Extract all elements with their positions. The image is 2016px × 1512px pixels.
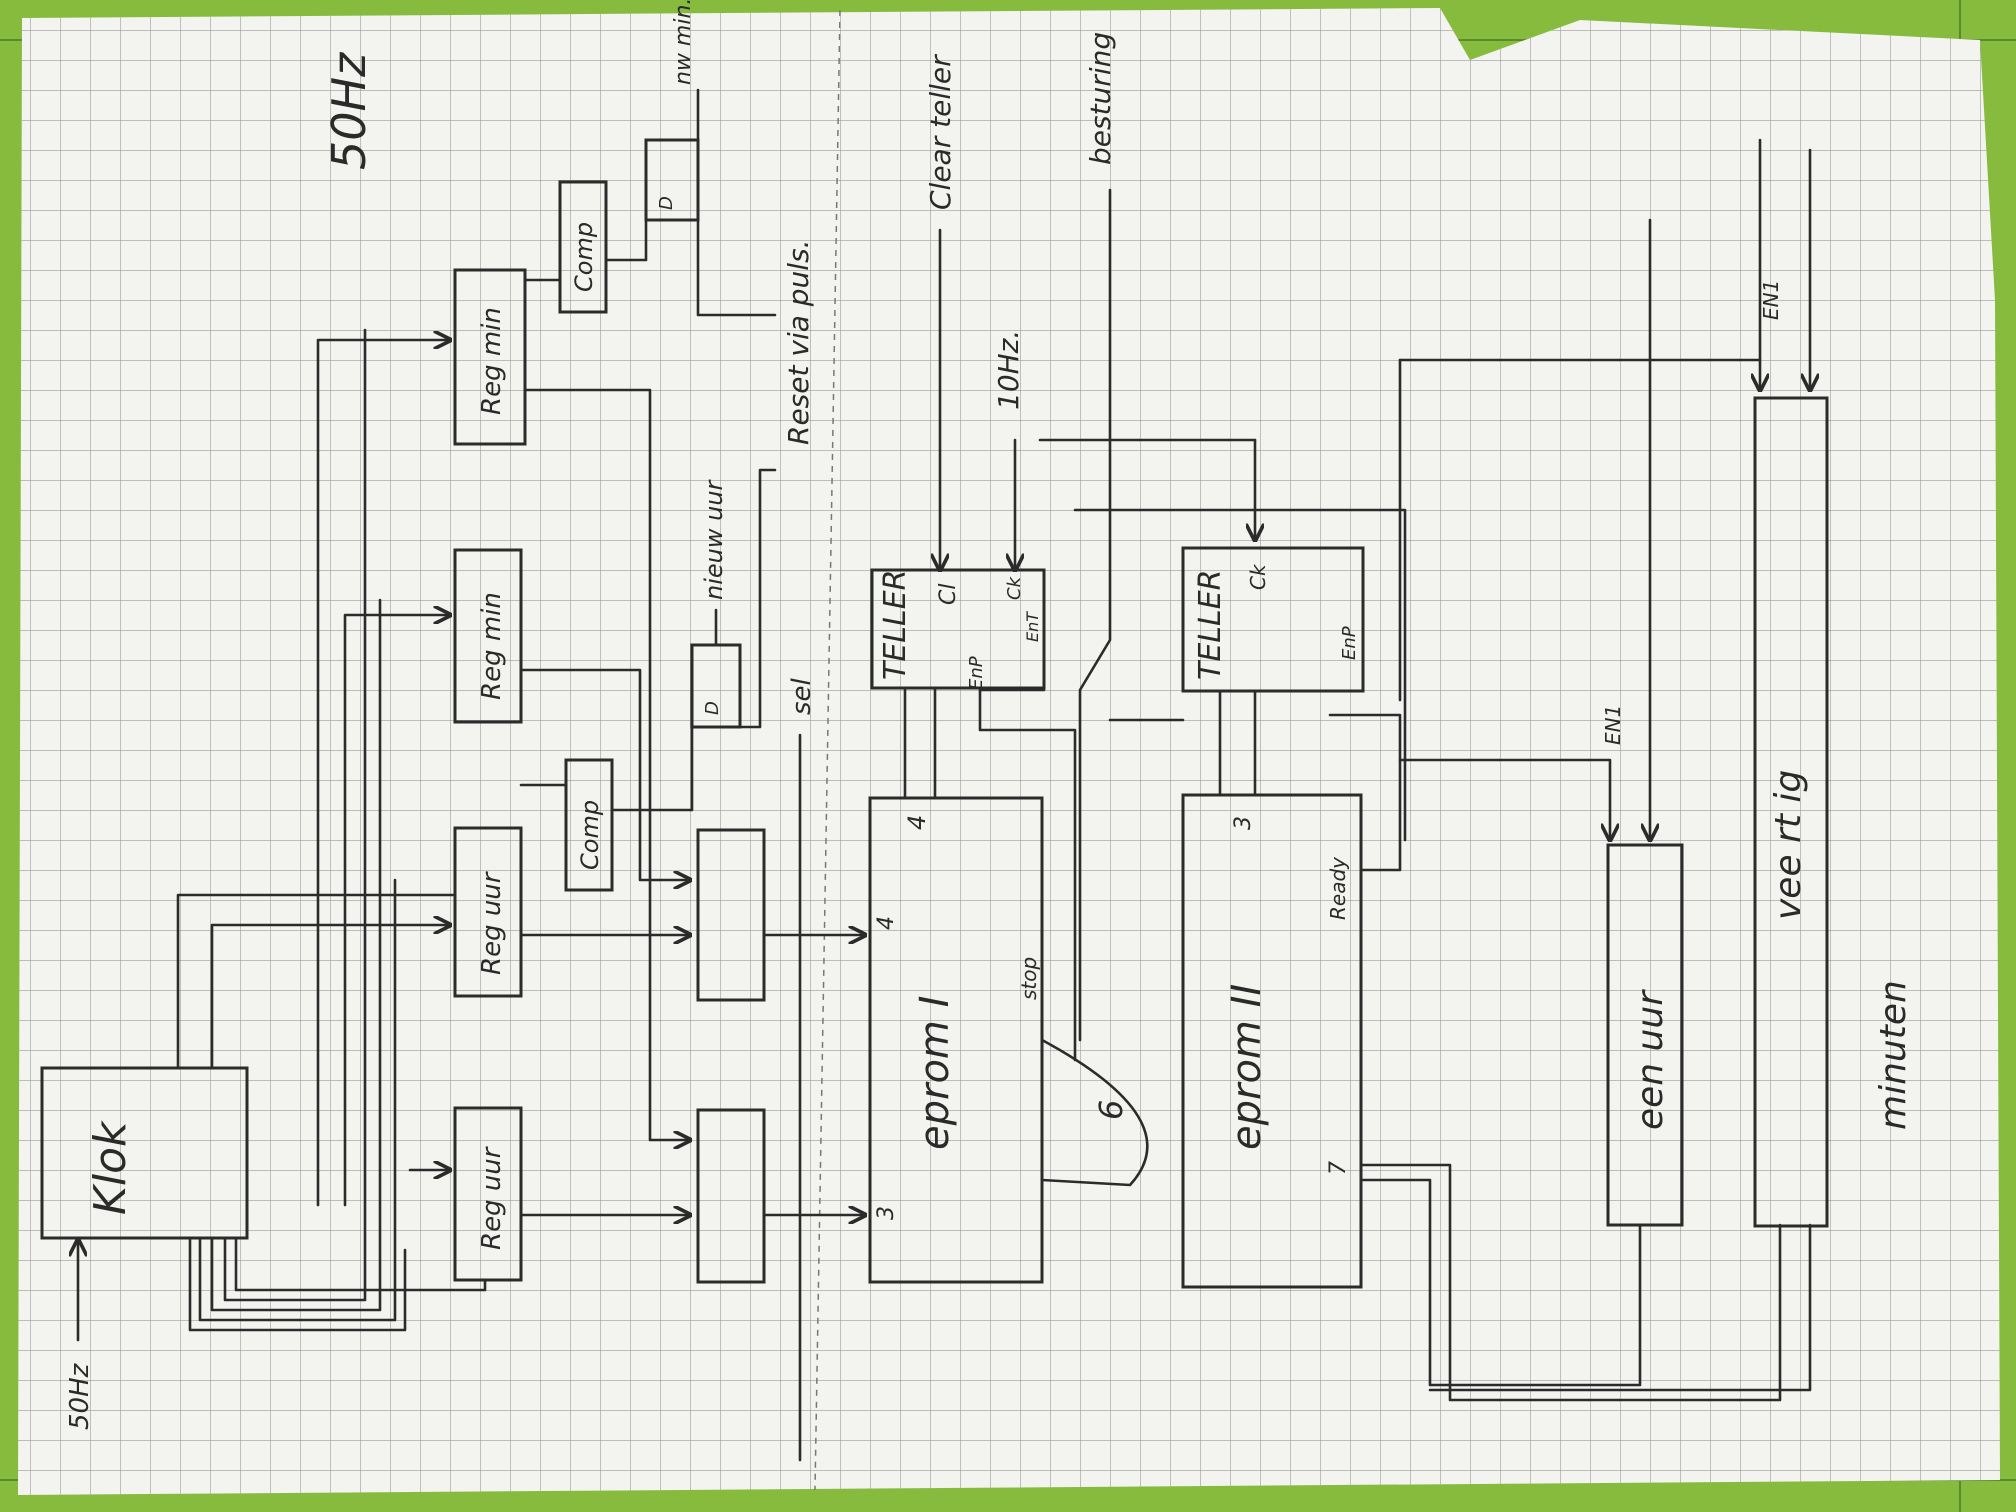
en1-label-b: EN1 [1759,280,1783,320]
comp-block-2: Comp [558,180,608,314]
svg-text:6: 6 [1092,1100,1130,1120]
svg-text:TELLER: TELLER [878,569,913,680]
nieuw-min-label: nw min. [671,0,696,85]
teller-2-block: TELLER Ck EnP [1181,546,1365,693]
reg-uur-block-1: Reg uur [453,1106,523,1282]
svg-text:4: 4 [874,916,899,930]
svg-text:Comp: Comp [576,800,604,870]
svg-text:eprom I: eprom I [912,996,958,1150]
reg-min-block-2: Reg min [453,268,527,446]
svg-text:Reg min: Reg min [477,307,507,415]
svg-text:vee rt ig: vee rt ig [1768,770,1809,920]
freq-10hz-label: 10Hz. [992,330,1025,410]
klok-block: Klok [40,1066,249,1240]
svg-text:4: 4 [903,815,931,830]
svg-text:Ck: Ck [1004,575,1025,600]
svg-text:7: 7 [1326,1161,1351,1175]
klok-label: Klok [85,1120,136,1215]
en1-label-a: EN1 [1601,705,1625,745]
svg-text:D: D [702,701,723,715]
nieuw-uur-label: nieuw uur [700,478,728,600]
svg-text:Cl: Cl [936,584,961,605]
mux-block-2 [696,828,766,1002]
display-een-uur: een uur [1606,843,1684,1227]
teller-1-block: TELLER Cl Ck EnP EnT [870,568,1046,690]
title-freq-label: 50Hz [322,52,376,170]
svg-text:EnP: EnP [1339,626,1360,660]
comp-block-1: Comp [564,758,614,892]
clear-teller-label: Clear teller [924,54,957,210]
reg-uur-block-2: Reg uur [453,826,523,998]
svg-text:EnT: EnT [1023,611,1042,642]
svg-text:een uur: een uur [1630,989,1671,1130]
sel-label: sel [787,677,817,715]
svg-text:3: 3 [874,1206,899,1220]
mux-block-1 [696,1108,766,1284]
flipflop-uur: D nieuw uur [690,478,742,729]
svg-text:Ready: Ready [1326,856,1350,920]
minuten-label: minuten [1873,980,1914,1130]
eprom-2-block: eprom II 3 Ready 7 [1181,793,1363,1289]
bus-6: 6 [1040,1038,1149,1187]
svg-text:EnP: EnP [966,656,987,690]
input-50hz: 50Hz [65,1240,95,1430]
svg-text:TELLER: TELLER [1193,569,1228,680]
input-freq-label: 50Hz [65,1362,95,1430]
svg-text:stop: stop [1017,957,1041,1000]
svg-text:Reg uur: Reg uur [477,1145,507,1250]
svg-text:Reg min: Reg min [477,592,507,700]
svg-text:3: 3 [1231,816,1256,830]
svg-text:Reg uur: Reg uur [477,870,507,975]
svg-text:Ck: Ck [1246,563,1270,590]
wiring [176,138,1810,1462]
display-veertig: vee rt ig [1753,396,1829,1228]
svg-text:D: D [656,196,677,210]
reg-min-block-1: Reg min [453,548,523,724]
reset-label: Reset via puls. [782,239,815,445]
besturing-label: besturing [1084,32,1117,165]
svg-text:Comp: Comp [570,222,598,292]
flipflop-min: D nw min. [644,0,700,222]
svg-text:eprom II: eprom II [1224,984,1270,1150]
